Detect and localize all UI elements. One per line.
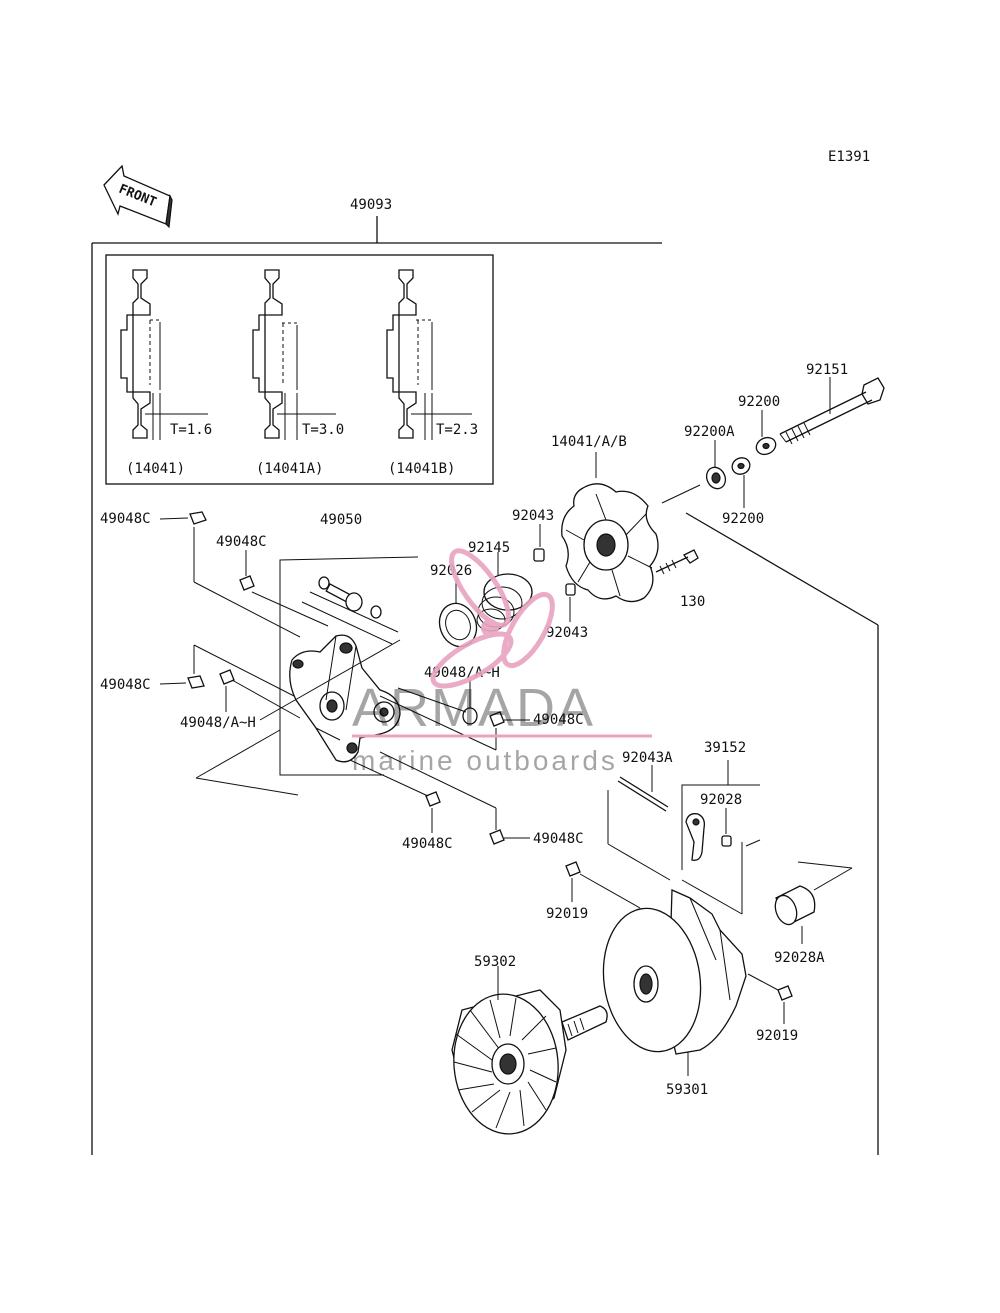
- weight-arm-leaders: [195, 639, 401, 796]
- part-label-49048ah-2: 49048/A~H: [424, 665, 500, 681]
- inset-variant-2: T=3.0 (14041A): [252, 269, 344, 477]
- weight-arm-49050: [289, 634, 401, 763]
- washer-92200-bot: [731, 457, 751, 508]
- bolt-130: [655, 549, 699, 575]
- part-label-49048c-4: 49048C: [533, 712, 584, 728]
- bolt-92151: [779, 377, 885, 445]
- bolt-49048ah-1: [219, 669, 301, 719]
- part-label-49048c-6: 49048C: [533, 831, 584, 847]
- inset-variant-1: T=1.6 (14041): [120, 269, 212, 477]
- nut-92019-2: [747, 973, 793, 1024]
- leader-92200a: [661, 484, 701, 504]
- inset-part-1: (14041): [126, 461, 185, 477]
- inset-thickness-3: T=2.3: [436, 422, 478, 438]
- spider-14041: [561, 452, 659, 603]
- part-label-92151: 92151: [806, 362, 848, 378]
- main-bracket: [91, 216, 879, 1155]
- pin-92043-bot: [565, 583, 576, 622]
- part-label-49048c-3: 49048C: [100, 677, 151, 693]
- inset-box: [105, 254, 494, 485]
- part-label-92043-bot: 92043: [546, 625, 588, 641]
- part-label-39152: 39152: [704, 740, 746, 756]
- part-label-59301: 59301: [666, 1082, 708, 1098]
- washer-92200-top: [755, 410, 777, 456]
- part-label-92200-bot: 92200: [722, 511, 764, 527]
- nut-49048c-6: [379, 751, 530, 845]
- part-label-49048c-1: 49048C: [100, 511, 151, 527]
- inset-thickness-1: T=1.6: [170, 422, 212, 438]
- weight-arm-group-bracket: [279, 556, 419, 776]
- moveable-sheave-59302: [451, 966, 608, 1135]
- pin-92043-top: [533, 524, 545, 562]
- watermark-brand: ARMADA: [352, 678, 595, 738]
- bolt-49048ah-2: [397, 680, 478, 725]
- watermark-tagline: marine outboards: [352, 745, 618, 776]
- part-label-59302: 59302: [474, 954, 516, 970]
- diagram-code: E1391: [828, 149, 870, 165]
- bushing-92028a: [774, 861, 853, 944]
- nut-49048c-5: [349, 759, 441, 833]
- nut-49048c-1: [159, 511, 301, 638]
- part-label-92043-top: 92043: [512, 508, 554, 524]
- part-label-92200-top: 92200: [738, 394, 780, 410]
- roller-group-39152: [681, 760, 761, 915]
- nut-49048c-4: [379, 695, 530, 751]
- part-label-92019-1: 92019: [546, 906, 588, 922]
- inset-variant-3: T=2.3 (14041B): [386, 269, 478, 477]
- front-arrow-icon: FRONT: [103, 164, 173, 229]
- part-label-14041ab: 14041/A/B: [551, 434, 627, 450]
- part-label-49048ah-1: 49048/A~H: [180, 715, 256, 731]
- part-label-49050: 49050: [320, 512, 362, 528]
- fixed-sheave-59301: [602, 889, 747, 1076]
- part-label-49048c-2: 49048C: [216, 534, 267, 550]
- nut-49048c-2: [239, 550, 329, 627]
- pin-92043a: [607, 765, 671, 881]
- part-label-130: 130: [680, 594, 705, 610]
- part-label-92028: 92028: [700, 792, 742, 808]
- nut-92019-1: [565, 861, 641, 909]
- pin-small-parts: [318, 576, 382, 619]
- part-label-92043a: 92043A: [622, 750, 673, 766]
- bearing-92200a: [705, 440, 727, 490]
- inset-part-3: (14041B): [388, 461, 455, 477]
- part-label-92019-2: 92019: [756, 1028, 798, 1044]
- nut-49048c-3: [159, 644, 295, 697]
- part-label-92200a: 92200A: [684, 424, 735, 440]
- part-label-49093: 49093: [350, 197, 392, 213]
- armada-logo-watermark: [430, 548, 555, 689]
- part-label-92028a: 92028A: [774, 950, 825, 966]
- inset-thickness-2: T=3.0: [302, 422, 344, 438]
- part-label-49048c-5: 49048C: [402, 836, 453, 852]
- part-label-92145: 92145: [468, 540, 510, 556]
- inset-part-2: (14041A): [256, 461, 323, 477]
